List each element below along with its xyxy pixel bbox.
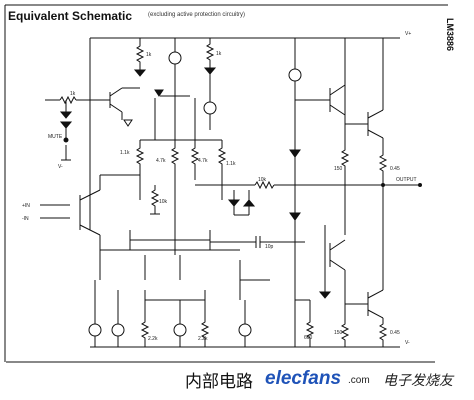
resistor-10k-vertical: 10k [159, 199, 168, 205]
caption: 内部电路 [185, 372, 253, 392]
resistor-0-45-bottom: 0.45 [390, 330, 400, 336]
mute-label: MUTE [48, 134, 63, 140]
vminus-label: V- [405, 340, 410, 346]
resistor-1-1k-right: 1.1k [226, 161, 236, 167]
resistor-1k-right: 1k [216, 51, 222, 57]
resistor-1k-mute: 1k [70, 91, 76, 97]
brand-logo: elecfans [265, 368, 342, 389]
resistor-10k-horizontal: 10k [258, 177, 267, 183]
resistor-4-7k-right: 4.7k [198, 158, 208, 164]
schematic-title: Equivalent Schematic [8, 9, 133, 23]
vplus-label: V+ [405, 31, 411, 37]
resistor-600: 600 [304, 335, 313, 341]
resistor-4-7k-left: 4.7k [156, 158, 166, 164]
mute-vminus-label: V- [58, 164, 63, 170]
brand-suffix: .com [348, 375, 370, 386]
resistor-2-2k-left: 2.2k [148, 336, 158, 342]
resistor-2-2k-right: 2.2k [198, 336, 208, 342]
schematic-subtitle: (excluding active protection circuitry) [148, 12, 246, 18]
brand-chinese: 电子发烧友 [383, 373, 453, 389]
output-label: OUTPUT [396, 177, 417, 183]
resistor-1k-left: 1k [146, 52, 152, 58]
resistor-0-45-top: 0.45 [390, 166, 400, 172]
resistor-150-bottom: 150 [334, 330, 343, 336]
in-minus-label: -IN [22, 216, 29, 222]
resistor-150-top: 150 [334, 166, 343, 172]
resistor-1-1k-left: 1.1k [120, 150, 130, 156]
capacitor-10p: 10p [265, 244, 274, 250]
in-plus-label: +IN [22, 203, 30, 209]
